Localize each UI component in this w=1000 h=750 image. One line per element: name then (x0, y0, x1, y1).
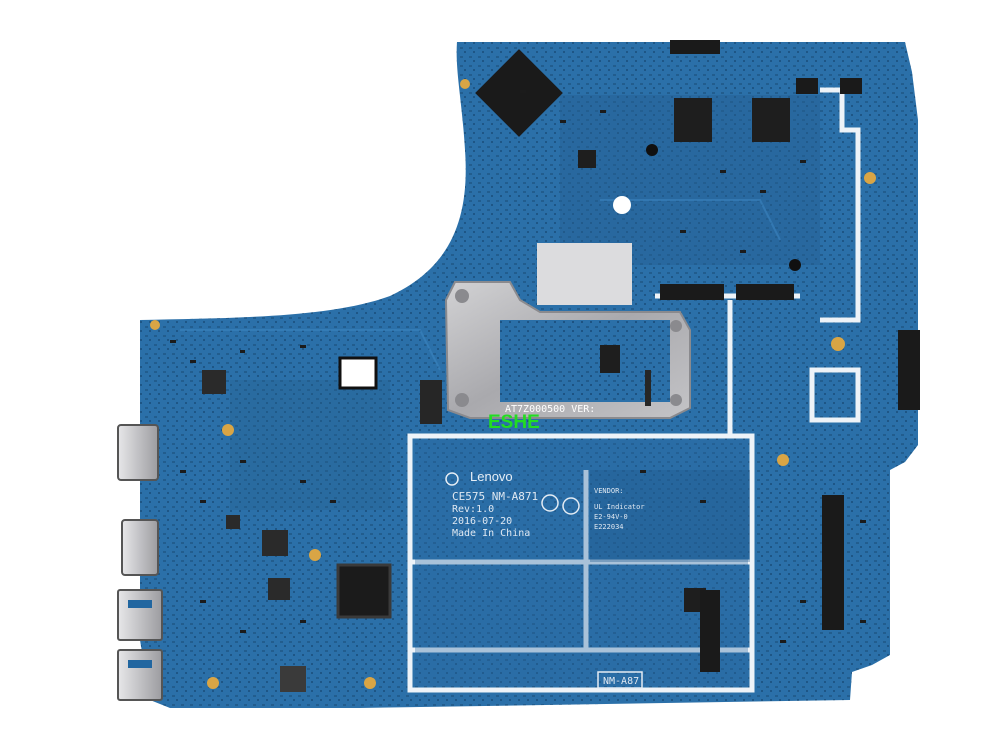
hdmi-port (117, 424, 159, 481)
ul-code-1: E2-94V-0 (594, 513, 628, 521)
vendor-label: VENDOR: (594, 487, 624, 495)
ffc-connector (736, 284, 794, 300)
date-label: 2016-07-20 (452, 516, 512, 527)
watermark-text: ESHE (488, 412, 540, 433)
usb-a-port (117, 649, 163, 701)
brand-label: Lenovo (470, 469, 513, 484)
revision-label: Rev:1.0 (452, 504, 494, 515)
ic-chip (752, 98, 790, 142)
ic-chip (280, 666, 306, 692)
usb-c-port (121, 519, 159, 576)
usb-a-port (117, 589, 163, 641)
ic-chip (268, 578, 290, 600)
ffc-connector (660, 284, 724, 300)
ffc-connector (700, 590, 720, 672)
ul-label: UL Indicator (594, 503, 645, 511)
io-ports (117, 424, 163, 701)
origin-label: Made In China (452, 528, 530, 539)
heatsink-label: AT7Z000500 VER: (505, 404, 595, 415)
ic-chip (600, 345, 620, 373)
heatsink (444, 281, 691, 419)
ic-chip (202, 370, 226, 394)
model-label: CE575 NM-A871 (452, 490, 538, 503)
ul-code-2: E222034 (594, 523, 624, 531)
ic-chip (578, 150, 596, 168)
ic-chip (226, 515, 240, 529)
ic-chip (262, 530, 288, 556)
ic-chip (336, 563, 392, 619)
silkscreen-text: Lenovo CE575 NM-A871 Rev:1.0 2016-07-20 … (452, 404, 645, 689)
sata-connector (822, 495, 844, 630)
sata-connector (898, 330, 920, 410)
part-code-label: NM-A87 (603, 676, 639, 687)
ic-chip (674, 98, 712, 142)
